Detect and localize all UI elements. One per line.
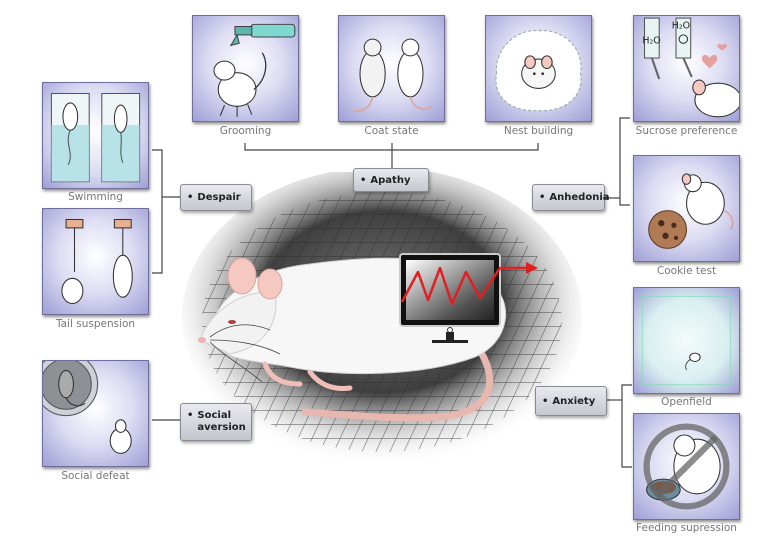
category-apathy-label: Apathy — [370, 174, 411, 186]
panel-cookie-test — [633, 155, 740, 262]
openfield-illustration — [641, 295, 732, 386]
category-anxiety: • Anxiety — [535, 386, 607, 416]
panel-nest-building — [485, 15, 592, 122]
bullet-icon: • — [360, 174, 367, 186]
category-despair: • Despair — [180, 184, 252, 211]
category-anxiety-label: Anxiety — [552, 395, 596, 407]
category-anhedonia: • Anhedonia — [532, 184, 610, 211]
category-social-aversion: • Social aversion — [180, 403, 252, 441]
caption-tail-suspension: Tail suspension — [55, 318, 136, 330]
swimming-illustration — [50, 92, 141, 183]
coat-state-illustration — [353, 38, 432, 112]
bottle-label-right: H₂O — [672, 21, 690, 32]
category-apathy: • Apathy — [353, 168, 429, 192]
category-social-aversion-label: Social aversion — [197, 410, 245, 434]
panel-coat-state — [338, 15, 445, 122]
central-rat-illustration — [182, 172, 582, 467]
monitor-icon — [399, 253, 501, 343]
bullet-icon: • — [539, 192, 546, 203]
bullet-icon: • — [542, 395, 549, 407]
category-despair-label: Despair — [197, 192, 241, 203]
tail-suspension-illustration — [61, 218, 133, 305]
nest-building-illustration — [495, 30, 582, 112]
category-social-aversion-line2: aversion — [197, 422, 246, 433]
cookie-test-illustration — [648, 173, 734, 249]
panel-swimming — [42, 82, 149, 189]
caption-swimming: Swimming — [68, 191, 123, 203]
panel-grooming — [192, 15, 299, 122]
bullet-icon: • — [187, 192, 194, 203]
caption-feeding-supression: Feeding supression — [636, 522, 737, 534]
caption-nest-building: Nest building — [503, 125, 574, 137]
panel-tail-suspension — [42, 208, 149, 315]
bullet-icon: • — [187, 410, 194, 421]
feeding-supression-illustration — [643, 423, 730, 510]
caption-grooming: Grooming — [219, 125, 272, 137]
panel-openfield — [633, 287, 740, 394]
panel-feeding-supression — [633, 413, 740, 520]
category-social-aversion-line1: Social — [197, 410, 232, 421]
grooming-illustration — [213, 23, 296, 117]
bottle-label-left: H₂O — [642, 35, 660, 46]
caption-openfield: Openfield — [661, 396, 712, 408]
social-defeat-illustration — [43, 361, 132, 454]
caption-sucrose-preference: Sucrose preference — [635, 125, 738, 137]
prohibition-icon — [643, 423, 730, 510]
caption-coat-state: Coat state — [364, 125, 419, 137]
panel-sucrose-preference: H₂O H₂O — [633, 15, 740, 122]
panel-social-defeat — [42, 360, 149, 467]
category-anhedonia-label: Anhedonia — [549, 192, 610, 203]
caption-cookie-test: Cookie test — [656, 265, 717, 277]
caption-social-defeat: Social defeat — [61, 470, 130, 482]
sucrose-preference-illustration: H₂O H₂O — [642, 17, 739, 118]
